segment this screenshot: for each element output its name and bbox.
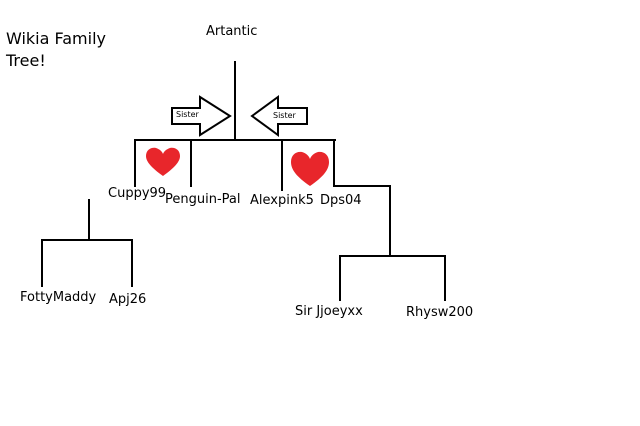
member-cuppy: Cuppy99 xyxy=(108,186,167,201)
member-penguin: Penguin-Pal xyxy=(165,192,241,207)
title-line-1: Wikia Family xyxy=(6,29,106,48)
arrow-left-icon: Sister xyxy=(250,95,308,137)
arrow-right-icon: Sister xyxy=(171,95,232,137)
member-fotty: FottyMaddy xyxy=(20,290,97,305)
member-jjoey: Sir Jjoeyxx xyxy=(295,304,363,319)
heart-icon xyxy=(146,147,180,176)
tree-lines xyxy=(41,61,446,301)
title-line-2: Tree! xyxy=(6,51,46,70)
diagram-title: Wikia Family Tree! xyxy=(6,28,106,72)
member-rhysw: Rhysw200 xyxy=(406,305,474,320)
member-apj: Apj26 xyxy=(109,292,147,307)
member-dps: Dps04 xyxy=(320,193,362,208)
member-alexpink: Alexpink5 xyxy=(250,193,314,208)
arrow-right-label: Sister xyxy=(273,111,297,120)
heart-icon xyxy=(291,151,329,186)
root-name: Artantic xyxy=(206,24,258,39)
arrow-left-label: Sister xyxy=(176,110,200,119)
